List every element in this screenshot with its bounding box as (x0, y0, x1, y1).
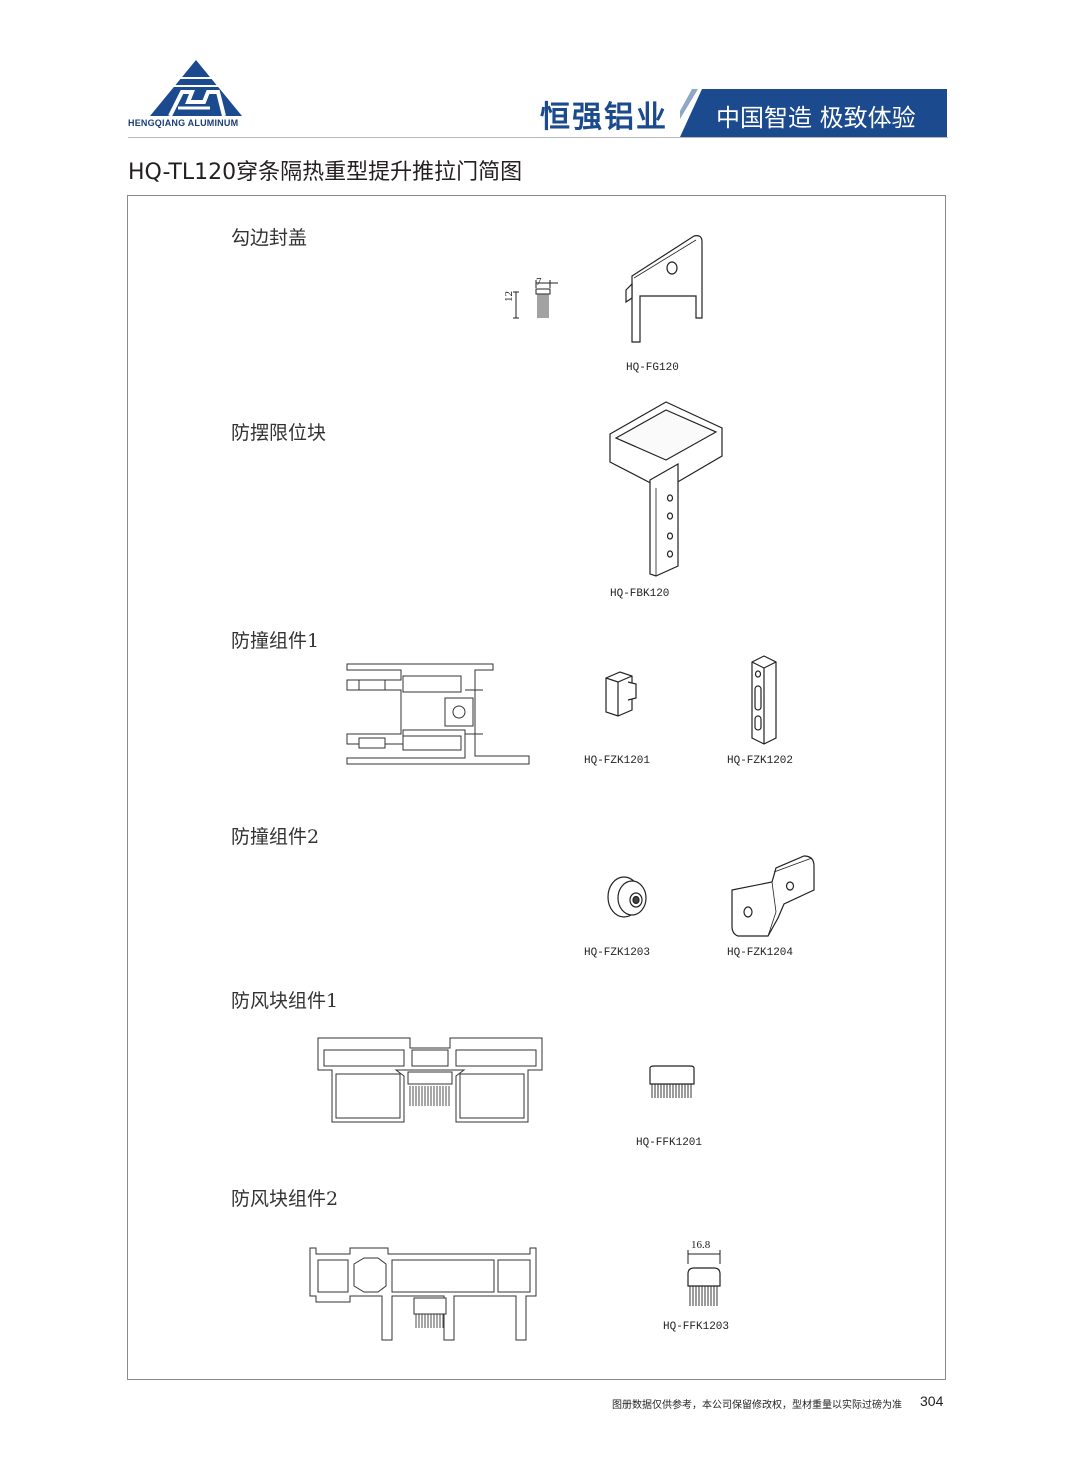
fzk1202-block-drawing (748, 654, 780, 744)
header-divider (128, 137, 948, 138)
fg120-cover-drawing (612, 232, 708, 352)
fzk1204-bracket-drawing (728, 854, 818, 940)
part-code: HQ-FZK1204 (727, 947, 794, 959)
part-code: HQ-FFK1203 (663, 1321, 730, 1333)
section-title: 防风块组件2 (231, 1188, 339, 1210)
company-logo (150, 60, 242, 132)
page-title: HQ-TL120穿条隔热重型提升推拉门简图 (128, 160, 523, 185)
fzk1201-assembly-profile-drawing (345, 660, 531, 768)
section-title: 防风块组件1 (231, 990, 339, 1012)
page-number: 304 (920, 1393, 944, 1409)
section-title: 防撞组件1 (231, 630, 320, 652)
ffk1203-assembly-profile-drawing (308, 1244, 538, 1344)
section-title: 防撞组件2 (231, 826, 320, 848)
dimension-label: 16.8 (691, 1239, 711, 1251)
fbk120-block-drawing (604, 398, 726, 582)
dimension-label: 12 (503, 291, 515, 302)
part-code: HQ-FG120 (626, 362, 679, 374)
slogan: 中国智造 极致体验 (716, 104, 916, 132)
part-code: HQ-FZK1203 (584, 947, 651, 959)
part-code: HQ-FZK1201 (584, 755, 651, 767)
footer-note: 图册数据仅供参考，本公司保留修改权，型材重量以实际过磅为准 (612, 1400, 902, 1411)
logo-text: HENGQIANG ALUMINUM (128, 118, 239, 128)
fg120-section-drawing (502, 276, 564, 322)
part-code: HQ-FBK120 (610, 588, 670, 600)
slogan-banner (680, 89, 947, 137)
section-title: 勾边封盖 (231, 227, 308, 249)
content-frame (127, 195, 946, 1380)
ffk1203-brush-drawing (684, 1250, 724, 1308)
part-code: HQ-FZK1202 (727, 755, 794, 767)
ffk1201-assembly-profile-drawing (316, 1036, 544, 1124)
section-title: 防摆限位块 (231, 422, 327, 444)
brand-name: 恒强铝业 (540, 100, 668, 135)
ffk1201-brush-drawing (648, 1064, 696, 1100)
part-code: HQ-FFK1201 (636, 1137, 703, 1149)
fzk1203-bumper-drawing (604, 874, 654, 920)
dimension-label: 7 (536, 276, 542, 288)
fzk1201-block-drawing (602, 670, 640, 718)
